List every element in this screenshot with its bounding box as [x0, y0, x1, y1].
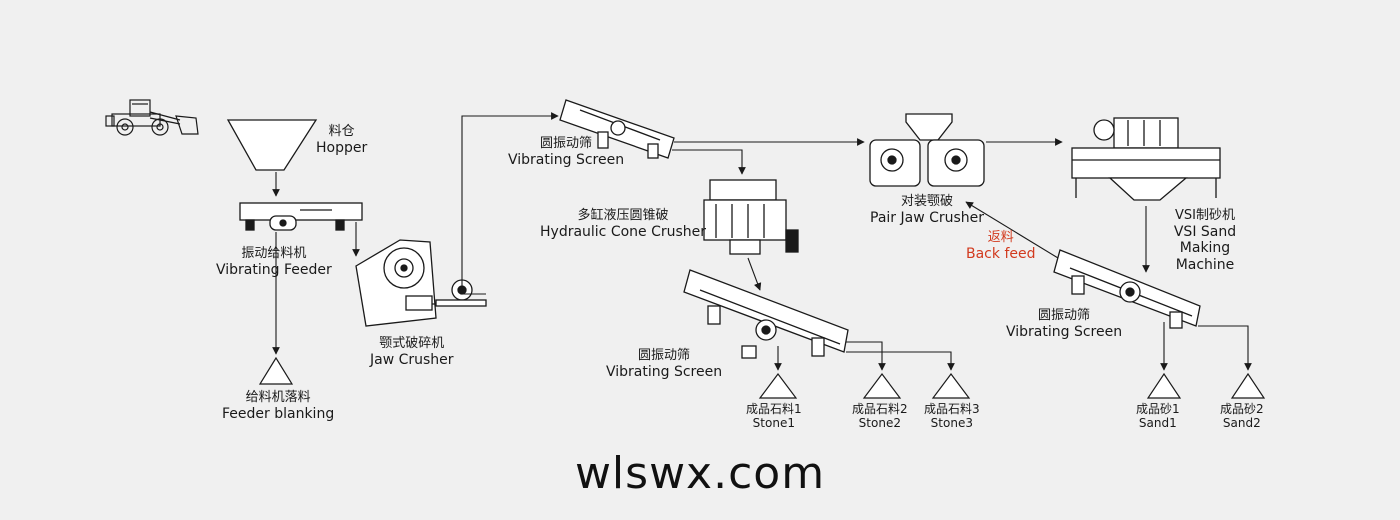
pair-jaw-crusher-icon	[869, 113, 985, 187]
vibrating-screen-1-icon	[559, 99, 675, 159]
stone3-pile-icon	[931, 373, 971, 399]
vibrating-screen-2-icon	[683, 269, 849, 359]
stone1-pile-icon	[758, 373, 798, 399]
wheel-loader-icon	[105, 99, 199, 136]
sand1-pile-icon	[1146, 372, 1182, 399]
hopper-icon	[226, 119, 318, 171]
sand2-pile-icon	[1230, 372, 1266, 399]
site-watermark: wlswx.com	[574, 448, 826, 499]
vibrating-feeder-icon	[239, 202, 363, 231]
stone2-pile-icon	[862, 373, 902, 399]
vibrating-screen-3-icon	[1053, 249, 1201, 329]
cone-crusher-icon	[703, 179, 799, 255]
flow-arrows	[272, 112, 1252, 371]
feeder-blanking-pile-icon	[258, 356, 294, 385]
vsi-machine-icon	[1071, 117, 1221, 201]
jaw-crusher-icon	[355, 239, 487, 327]
